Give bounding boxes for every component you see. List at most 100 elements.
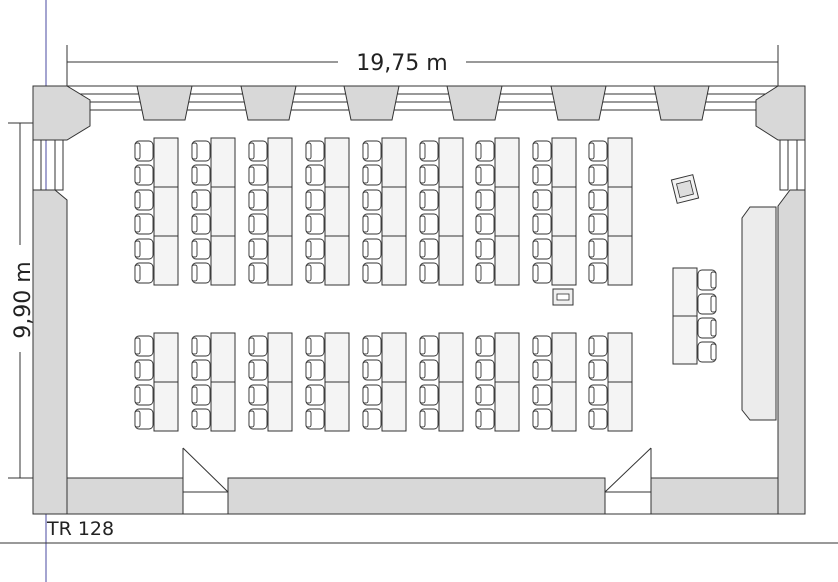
chair bbox=[532, 335, 552, 357]
desk bbox=[153, 137, 179, 188]
chair bbox=[191, 238, 211, 260]
chair bbox=[305, 359, 325, 381]
desk bbox=[210, 137, 236, 188]
desk bbox=[267, 381, 293, 432]
chair bbox=[248, 262, 268, 284]
chair bbox=[134, 164, 154, 186]
desk-unit bbox=[305, 332, 350, 383]
desk-unit bbox=[134, 381, 179, 432]
desk bbox=[438, 235, 464, 286]
chair bbox=[532, 262, 552, 284]
desk bbox=[607, 332, 633, 383]
desk-unit bbox=[362, 186, 407, 237]
desk bbox=[494, 137, 520, 188]
desk-unit bbox=[362, 332, 407, 383]
chair bbox=[475, 359, 495, 381]
desk bbox=[438, 332, 464, 383]
desk-unit bbox=[419, 186, 464, 237]
chair bbox=[248, 238, 268, 260]
chair bbox=[532, 164, 552, 186]
chair bbox=[191, 359, 211, 381]
desk bbox=[153, 235, 179, 286]
desk-unit bbox=[475, 186, 520, 237]
chair bbox=[697, 293, 717, 315]
desk bbox=[551, 137, 577, 188]
desk bbox=[267, 137, 293, 188]
chair bbox=[362, 164, 382, 186]
desk bbox=[267, 332, 293, 383]
chair bbox=[588, 164, 608, 186]
desk-unit bbox=[532, 137, 577, 188]
chair bbox=[362, 213, 382, 235]
chair bbox=[134, 408, 154, 430]
desk bbox=[438, 137, 464, 188]
chair bbox=[419, 384, 439, 406]
depth-label: 9,90 m bbox=[11, 261, 36, 338]
desk bbox=[267, 186, 293, 237]
chair bbox=[532, 359, 552, 381]
front-board bbox=[741, 206, 777, 421]
media-box bbox=[552, 288, 574, 306]
chair bbox=[588, 384, 608, 406]
chair bbox=[588, 359, 608, 381]
desk-unit bbox=[248, 186, 293, 237]
desk bbox=[210, 235, 236, 286]
chair bbox=[475, 384, 495, 406]
chair bbox=[191, 262, 211, 284]
desk-unit bbox=[191, 332, 236, 383]
chair bbox=[248, 164, 268, 186]
chair bbox=[588, 408, 608, 430]
desk bbox=[324, 137, 350, 188]
chair bbox=[697, 317, 717, 339]
desk-unit bbox=[248, 137, 293, 188]
chair bbox=[362, 140, 382, 162]
desk-unit bbox=[588, 235, 633, 286]
desk bbox=[210, 332, 236, 383]
desk bbox=[324, 186, 350, 237]
desk-unit bbox=[362, 235, 407, 286]
desk-unit bbox=[362, 381, 407, 432]
desk bbox=[153, 381, 179, 432]
chair bbox=[419, 359, 439, 381]
chair bbox=[134, 189, 154, 211]
desk-unit bbox=[588, 381, 633, 432]
chair bbox=[362, 238, 382, 260]
chair bbox=[248, 408, 268, 430]
desk-unit bbox=[532, 332, 577, 383]
chair bbox=[419, 238, 439, 260]
chair bbox=[191, 335, 211, 357]
chair bbox=[305, 140, 325, 162]
chair bbox=[419, 408, 439, 430]
chair bbox=[475, 408, 495, 430]
chair bbox=[532, 213, 552, 235]
desk bbox=[607, 186, 633, 237]
desk-unit bbox=[191, 137, 236, 188]
desk bbox=[494, 381, 520, 432]
chair bbox=[588, 189, 608, 211]
width-dimension bbox=[66, 45, 779, 88]
chair bbox=[475, 238, 495, 260]
chair bbox=[191, 408, 211, 430]
chair bbox=[248, 189, 268, 211]
desk-unit bbox=[419, 137, 464, 188]
desk-unit bbox=[475, 235, 520, 286]
desk bbox=[494, 332, 520, 383]
desk-unit bbox=[305, 137, 350, 188]
desk bbox=[494, 186, 520, 237]
desk-unit bbox=[588, 186, 633, 237]
desk-unit bbox=[532, 186, 577, 237]
chair bbox=[419, 213, 439, 235]
desk bbox=[551, 235, 577, 286]
chair bbox=[248, 140, 268, 162]
chair bbox=[532, 384, 552, 406]
desk bbox=[324, 235, 350, 286]
desk-unit bbox=[248, 235, 293, 286]
chair bbox=[134, 262, 154, 284]
chair bbox=[532, 408, 552, 430]
desk-unit bbox=[191, 235, 236, 286]
chair bbox=[305, 213, 325, 235]
chair bbox=[475, 335, 495, 357]
desk-unit bbox=[134, 137, 179, 188]
chair bbox=[532, 140, 552, 162]
chair bbox=[305, 408, 325, 430]
